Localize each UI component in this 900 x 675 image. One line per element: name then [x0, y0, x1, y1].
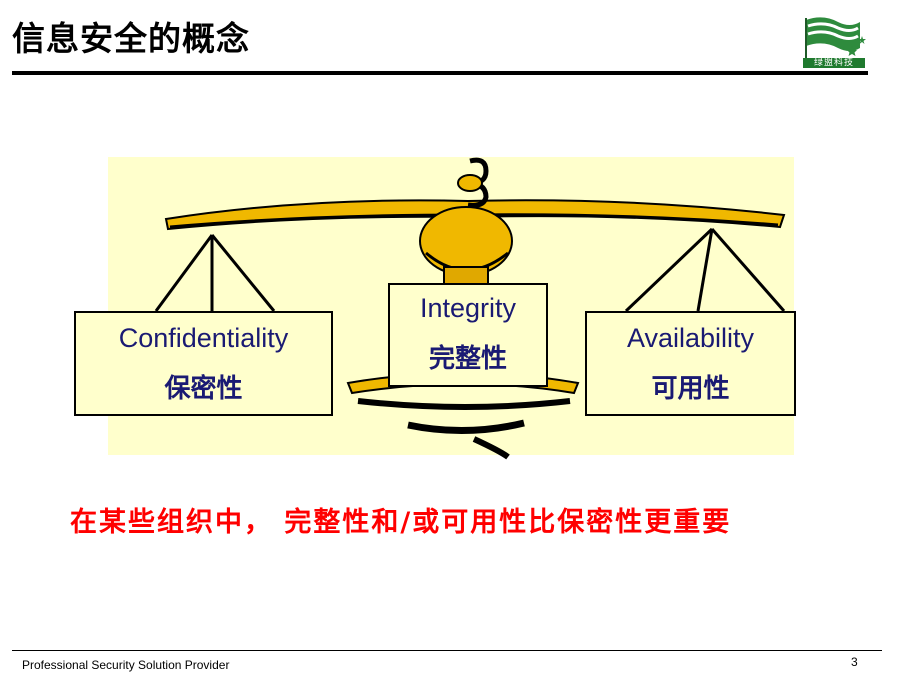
confidentiality-label: Confidentiality — [118, 323, 289, 353]
confidentiality-label-zh: 保密性 — [164, 374, 243, 404]
emphasis-note: 在某些组织中， 完整性和/或可用性比保密性更重要 — [70, 507, 732, 538]
confidentiality-box: Confidentiality 保密性 — [74, 311, 333, 416]
slide-title: 信息安全的概念 — [12, 19, 250, 58]
footer-tagline: Professional Security Solution Provider — [22, 658, 230, 672]
title-divider — [12, 71, 868, 75]
integrity-label: Integrity — [419, 293, 517, 323]
logo-flag-icon — [805, 17, 866, 58]
integrity-label-zh: 完整性 — [428, 344, 507, 374]
integrity-box: Integrity 完整性 — [388, 283, 548, 387]
availability-label-zh: 可用性 — [651, 374, 730, 404]
availability-box: Availability 可用性 — [585, 311, 796, 416]
logo-text: 绿盟科技 — [803, 58, 865, 68]
availability-label: Availability — [626, 323, 755, 353]
footer-divider — [12, 650, 882, 651]
page-number: 3 — [851, 655, 858, 669]
